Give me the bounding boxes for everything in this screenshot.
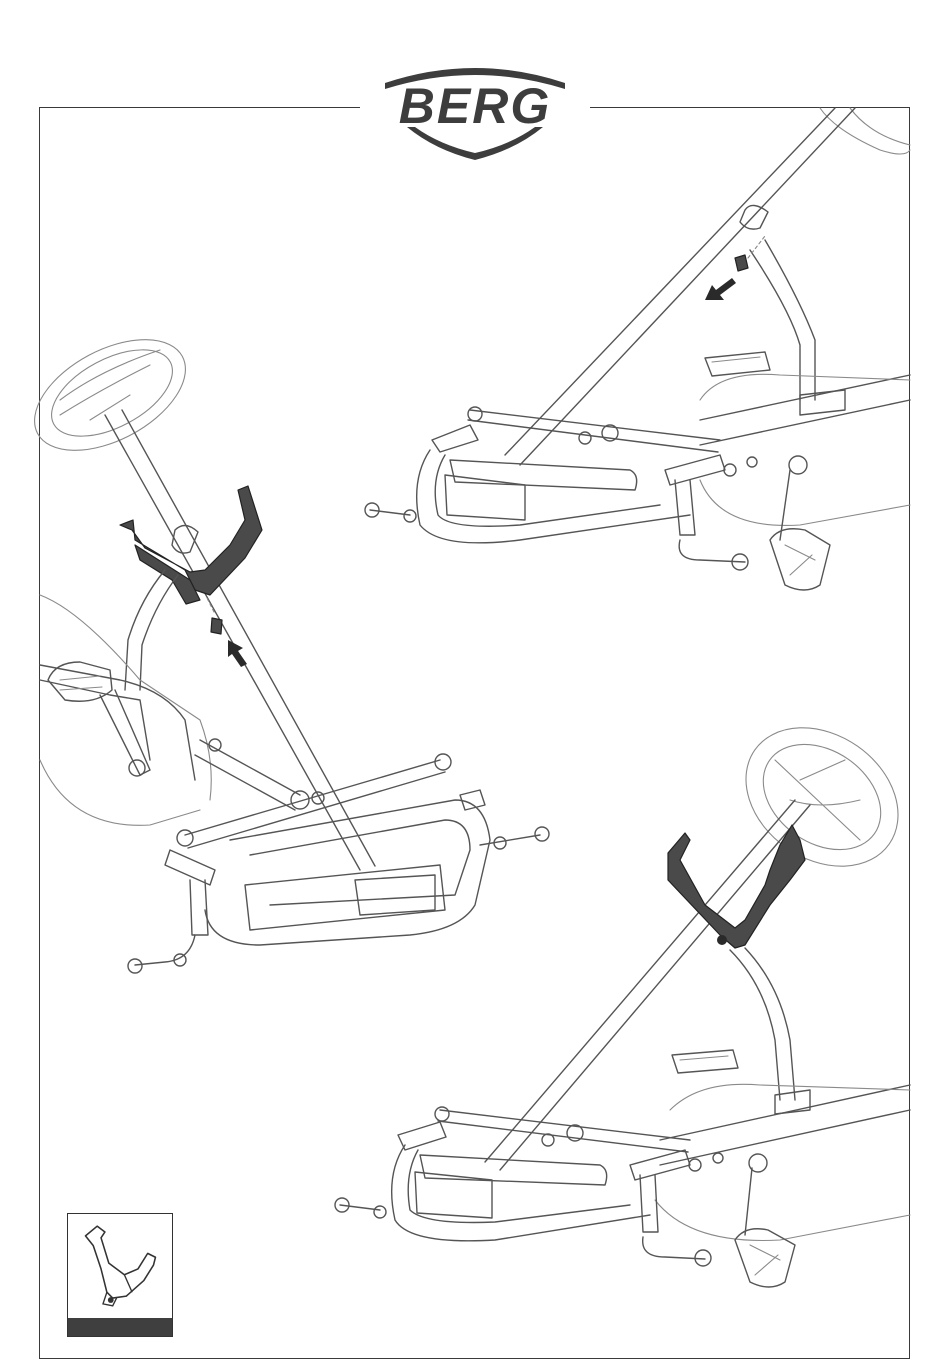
parts-card: [67, 1213, 173, 1337]
down-left-arrow-icon: [705, 278, 736, 300]
illustration-bottom-right: [335, 699, 925, 1287]
mounting-bracket-icon: [68, 1214, 171, 1318]
up-arrow-icon: [228, 640, 247, 667]
illustration-middle-left: [16, 317, 549, 973]
brand-logo-text: BERG: [365, 78, 585, 134]
illustration-top-right: [365, 108, 910, 590]
parts-card-bar: [68, 1318, 172, 1336]
